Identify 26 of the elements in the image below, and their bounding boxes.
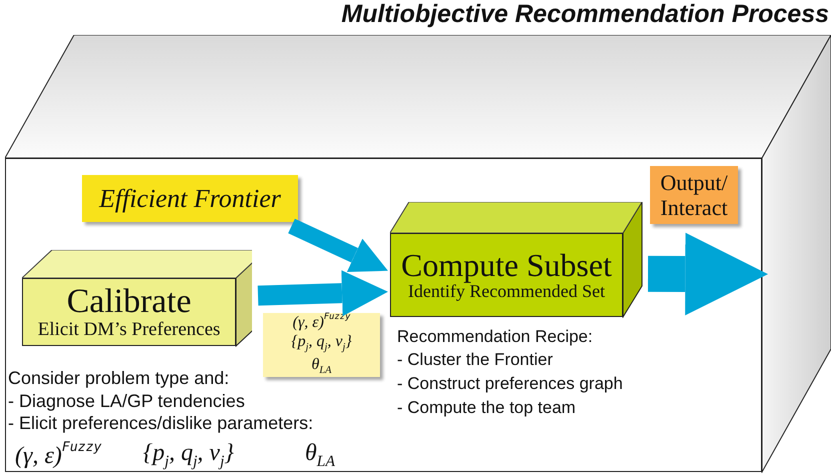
note-text: - Cluster the Frontier: [397, 350, 553, 370]
note-text: - Elicit preferences/dislike parameters:: [8, 413, 314, 434]
note-text: Consider problem type and:: [8, 368, 230, 389]
note-text: - Compute the top team: [397, 398, 576, 418]
parameter-note: [263, 313, 380, 377]
block-arrow: [258, 270, 388, 316]
block-arrow: [648, 232, 768, 316]
math-expression: (γ, ε)$^{Fuzzy}$: [15, 440, 102, 470]
box-text: {p$_{j}$, q$_{j}$, v$_{j}$}: [291, 332, 352, 356]
box-subtitle: Identify Recommended Set: [408, 282, 605, 302]
box-text: Efficient Frontier: [99, 184, 281, 214]
note-text: - Construct preferences graph: [397, 374, 623, 394]
box-text: (γ, ε)$^{Fuzzy}$: [292, 312, 350, 332]
math-expression: θ$_{LA}$: [305, 440, 335, 471]
note-text: - Diagnose LA/GP tendencies: [8, 391, 245, 412]
box-text: θ$_{LA}$: [312, 355, 332, 378]
box-subtitle: Elicit DM’s Preferences: [38, 320, 220, 340]
box-heading: Calibrate: [66, 284, 192, 320]
output-box: [650, 166, 738, 224]
diagram-title: Multiobjective Recommendation Process: [341, 0, 829, 29]
note-text: Recommendation Recipe:: [397, 327, 593, 347]
box-text: Output/ Interact: [659, 170, 729, 220]
block-arrow: [288, 218, 388, 272]
box-heading: Compute Subset: [401, 248, 612, 282]
input-box: [82, 175, 298, 222]
math-expression: {p$_{j}$, q$_{j}$, v$_{j}$}: [143, 440, 234, 471]
